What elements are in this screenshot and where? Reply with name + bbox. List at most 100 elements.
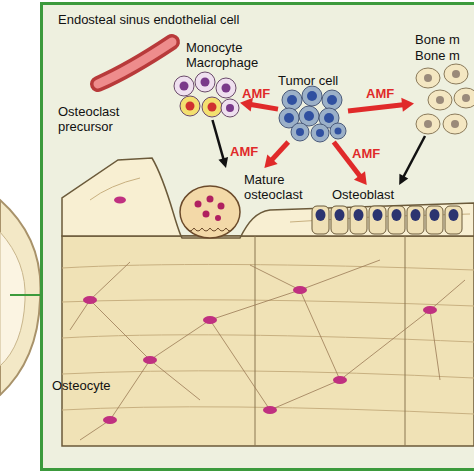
bone-lamellae bbox=[62, 178, 474, 414]
nucleus bbox=[335, 128, 342, 135]
nucleus bbox=[451, 120, 459, 128]
nucleus bbox=[218, 203, 225, 210]
monocyte-cells bbox=[174, 72, 239, 117]
arrow-head bbox=[354, 171, 367, 185]
signal-label: AMF bbox=[230, 144, 258, 159]
nucleus bbox=[222, 84, 231, 93]
osteoblast bbox=[331, 206, 348, 234]
stromal-cell bbox=[443, 114, 467, 134]
signal-label: AMF bbox=[352, 146, 380, 161]
osteoblast-layer: Osteoblast bbox=[310, 185, 462, 235]
stromal-cell bbox=[428, 90, 452, 110]
nucleus bbox=[436, 96, 444, 104]
sinus-vessel bbox=[98, 42, 172, 84]
nucleus bbox=[327, 95, 337, 105]
monocyte bbox=[174, 76, 194, 96]
cell-label: Osteoclast precursor bbox=[58, 104, 134, 134]
monocyte-cluster: Monocyte MacrophageOsteoclast precursor bbox=[172, 74, 240, 120]
zoom-frame bbox=[42, 4, 474, 470]
osteoblast bbox=[350, 206, 367, 234]
part-label: Osteocyte bbox=[52, 378, 142, 393]
osteoclast-precursor bbox=[202, 97, 222, 117]
bone-outline bbox=[0, 200, 41, 395]
ruffled-border bbox=[186, 228, 234, 231]
signal-arrow bbox=[264, 142, 288, 168]
arrow-head bbox=[401, 98, 414, 112]
nucleus bbox=[215, 215, 221, 221]
nucleus bbox=[430, 209, 440, 221]
nucleus bbox=[324, 113, 334, 123]
arrow-head bbox=[399, 174, 408, 185]
vessel-cell: Endosteal sinus endothelial cell bbox=[56, 8, 276, 92]
arrow-shaft bbox=[403, 136, 425, 177]
bone-section bbox=[0, 200, 42, 395]
arrow-shaft bbox=[212, 120, 223, 159]
osteoclast-precursor bbox=[180, 96, 200, 116]
stromal-cell bbox=[454, 88, 474, 108]
nucleus bbox=[424, 120, 432, 128]
cell-label: Bone m bbox=[415, 48, 473, 63]
cell-label: Tumor cell bbox=[278, 73, 358, 88]
tumor-cluster: Tumor cell bbox=[278, 88, 348, 142]
lamella-line bbox=[90, 178, 140, 200]
nucleus bbox=[392, 209, 402, 221]
osteoblast-row bbox=[312, 206, 462, 234]
nucleus bbox=[201, 78, 210, 87]
arrow-shaft bbox=[272, 142, 288, 160]
osteoclast-illustration bbox=[180, 186, 240, 238]
bone-block bbox=[62, 158, 474, 446]
osteocyte bbox=[333, 376, 347, 384]
osteocyte bbox=[263, 406, 277, 414]
osteoclast-nuclei bbox=[195, 196, 225, 222]
stromal-cell bbox=[416, 68, 440, 88]
osteoclast-body bbox=[180, 186, 240, 238]
stromal-cell bbox=[444, 64, 468, 84]
nucleus bbox=[373, 209, 383, 221]
arrow-head bbox=[218, 157, 228, 168]
cell-label: Monocyte Macrophage bbox=[186, 40, 268, 70]
nucleus bbox=[424, 74, 432, 82]
nucleus bbox=[287, 95, 297, 105]
arrow-head bbox=[264, 154, 277, 168]
lamella-line bbox=[62, 335, 474, 342]
nucleus bbox=[186, 102, 195, 111]
nucleus bbox=[180, 82, 189, 91]
nucleus bbox=[307, 91, 317, 101]
nucleus bbox=[208, 103, 217, 112]
osteoclast-cell: Mature osteoclast bbox=[170, 168, 300, 232]
osteoblast bbox=[388, 206, 405, 234]
block-edge bbox=[405, 236, 406, 446]
lamella-line bbox=[62, 407, 474, 414]
osteoblast bbox=[407, 206, 424, 234]
osteocyte bbox=[103, 416, 117, 424]
cell-label: Bone m bbox=[415, 32, 473, 47]
tumor-cell bbox=[311, 124, 329, 142]
differentiation-arrow bbox=[212, 120, 228, 168]
nucleus bbox=[296, 128, 304, 136]
tumor-cell bbox=[302, 86, 322, 106]
nucleus bbox=[316, 209, 326, 221]
tumor-cell bbox=[322, 90, 342, 110]
marrow-cluster: Bone mBone m bbox=[414, 64, 474, 136]
bone-front-face bbox=[62, 236, 474, 446]
osteocyte-cells bbox=[83, 197, 437, 425]
nucleus bbox=[203, 211, 210, 218]
osteocyte bbox=[423, 306, 437, 314]
monocyte bbox=[195, 72, 215, 92]
nucleus bbox=[449, 209, 459, 221]
stromal-cell bbox=[416, 114, 440, 134]
differentiation-arrow bbox=[399, 136, 425, 185]
osteoblast bbox=[369, 206, 386, 234]
nucleus bbox=[316, 129, 324, 137]
tumor-cell bbox=[282, 90, 302, 110]
nucleus bbox=[226, 104, 234, 112]
osteoblast-nuclei bbox=[316, 209, 459, 221]
cell-label: Mature osteoclast bbox=[244, 172, 308, 202]
osteoblast bbox=[445, 206, 462, 234]
osteoblast bbox=[426, 206, 443, 234]
nucleus bbox=[195, 201, 202, 208]
zoom-line bbox=[10, 294, 42, 296]
